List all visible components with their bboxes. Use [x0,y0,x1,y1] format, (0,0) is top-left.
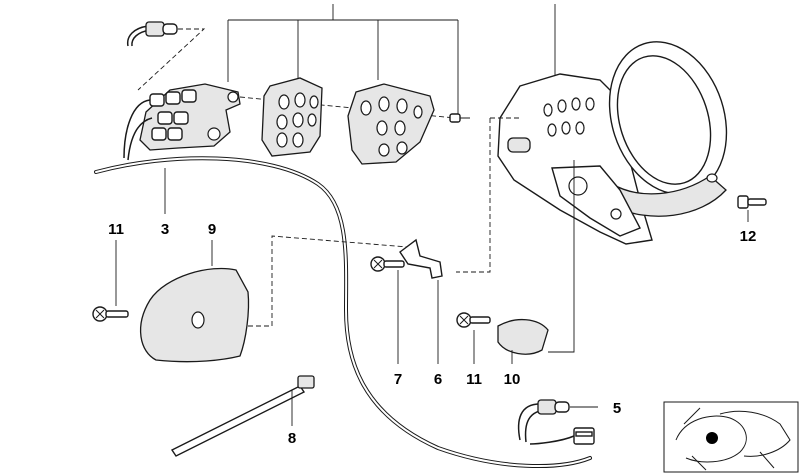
screw-11-right [456,312,491,364]
callout-10: 10 [504,371,521,388]
instrument-housing [456,41,728,353]
cable-tie-8 [170,375,315,457]
top-group-leader [227,4,556,116]
bracket-6 [399,238,443,364]
perforated-plate-2 [347,83,435,165]
clip-10 [497,319,549,364]
callout-11-left: 11 [108,221,124,238]
lamp-holder-assembly [123,83,456,161]
vehicle-locator-thumbnail [663,401,799,473]
callout-7: 7 [394,371,402,388]
callout-9: 9 [208,221,216,238]
perforated-plate-1 [261,77,323,157]
small-screw-top [449,113,470,123]
screw-11-left [92,240,129,322]
cover-part-9 [140,235,421,363]
cable-harness [94,156,598,468]
callout-12: 12 [740,228,757,245]
callout-3: 3 [161,221,169,238]
bulb-socket-part [126,21,206,91]
callout-6: 6 [434,371,442,388]
screw-7 [370,256,405,364]
location-marker-dot [706,432,718,444]
callout-8: 8 [288,430,296,447]
callout-11-right: 11 [466,371,482,388]
callout-5: 5 [613,400,621,417]
screw-12 [737,195,767,222]
